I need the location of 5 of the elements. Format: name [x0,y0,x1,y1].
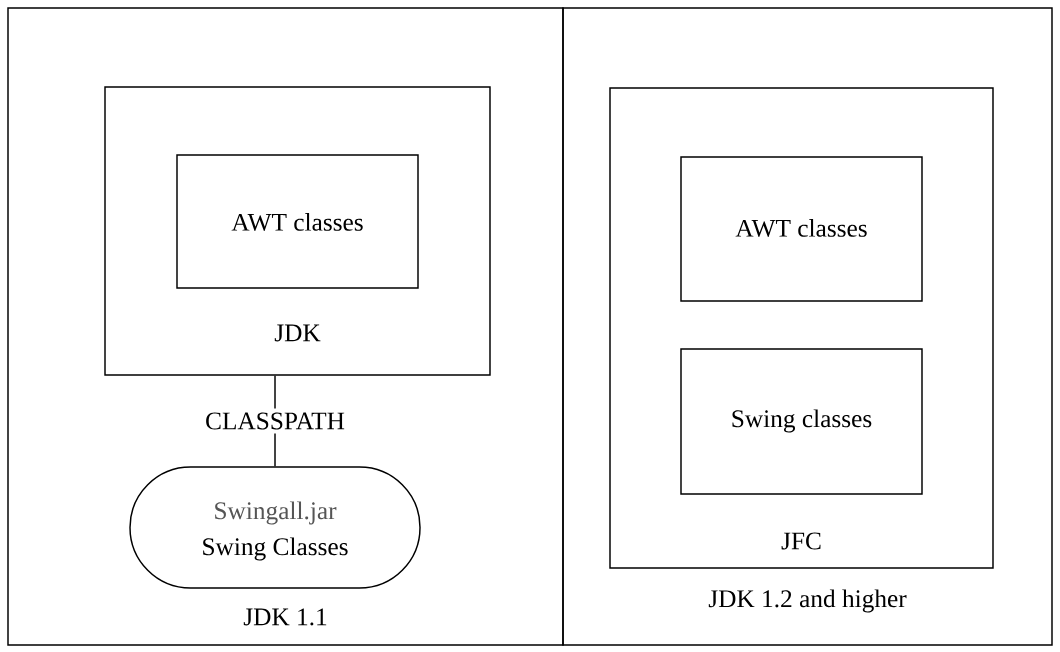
class-box: AWT classes [680,156,923,302]
class-box: AWT classes [176,154,419,289]
edge-label: CLASSPATH [201,408,349,434]
class-box: Swing classes [680,348,923,495]
jar-capsule: Swingall.jar Swing Classes [129,466,421,589]
